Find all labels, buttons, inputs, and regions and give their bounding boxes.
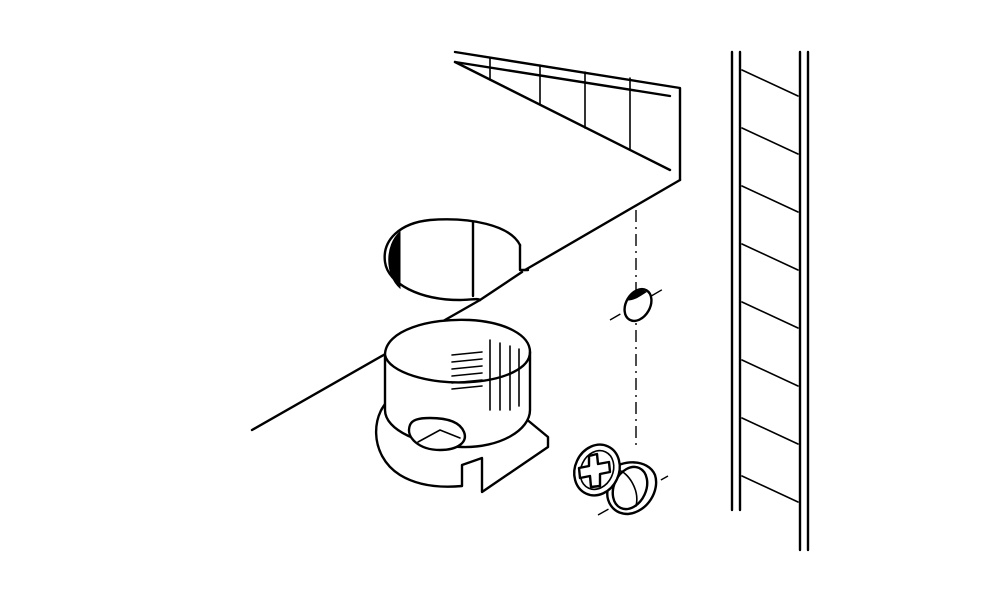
bore-hole-icon xyxy=(383,218,522,302)
pilot-hole-icon xyxy=(623,287,653,323)
side-panel-edge-icon xyxy=(730,50,810,552)
cam-lock-fitting-icon xyxy=(374,318,550,494)
phillips-connector-screw-icon xyxy=(573,443,658,516)
